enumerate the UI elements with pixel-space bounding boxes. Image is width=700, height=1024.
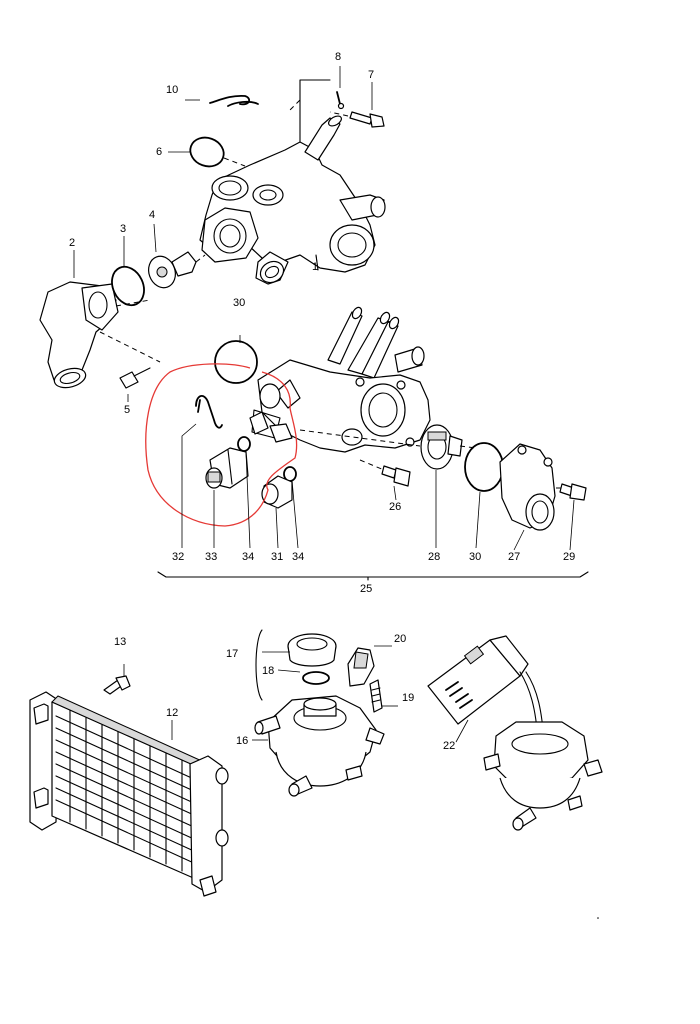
screw-part-13 xyxy=(103,664,131,695)
callout-4: 4 xyxy=(149,209,155,221)
wire-clip-part xyxy=(209,94,259,107)
highlight-circle xyxy=(145,363,298,527)
cap-part-17 xyxy=(255,629,337,701)
callout-30-right: 30 xyxy=(469,551,481,563)
callout-12: 12 xyxy=(166,707,178,719)
callout-22: 22 xyxy=(443,740,455,752)
expansion-tank-part-16 xyxy=(254,695,385,797)
o-ring-part-3 xyxy=(111,265,145,307)
sender-part-31 xyxy=(261,475,293,509)
retaining-pin-part xyxy=(336,91,345,110)
coolant-flange-middle xyxy=(249,306,431,453)
bolt-part-5 xyxy=(99,331,161,389)
sensor-part-20 xyxy=(347,645,392,687)
callout-29: 29 xyxy=(563,551,575,563)
leader-lines xyxy=(73,66,575,743)
elbow-pipe-part-2 xyxy=(39,281,151,389)
callout-18: 18 xyxy=(262,665,274,677)
callout-25: 25 xyxy=(360,583,372,595)
coolant-flange-upper xyxy=(199,79,386,285)
bolt-part-26 xyxy=(359,459,411,487)
callout-13: 13 xyxy=(114,636,126,648)
callout-19: 19 xyxy=(402,692,414,704)
wire-clip-part-32 xyxy=(195,395,223,429)
radiator-part-12 xyxy=(29,691,229,897)
callout-33: 33 xyxy=(205,551,217,563)
bolt-part-29 xyxy=(556,483,587,501)
group-bracket-25 xyxy=(157,571,589,581)
temperature-sender-part-33 xyxy=(205,447,249,489)
callout-34-a: 34 xyxy=(242,551,254,563)
sensor-part-19 xyxy=(369,679,398,713)
callout-30-upper: 30 xyxy=(233,297,245,309)
callout-16: 16 xyxy=(236,735,248,747)
callout-7: 7 xyxy=(368,69,374,81)
bolt-part-7 xyxy=(329,111,385,128)
o-ring-part-30-upper xyxy=(214,335,258,384)
callout-3: 3 xyxy=(120,223,126,235)
callout-8: 8 xyxy=(335,51,341,63)
callout-32: 32 xyxy=(172,551,184,563)
seal-part-18 xyxy=(277,669,330,685)
callout-34-b: 34 xyxy=(292,551,304,563)
callout-1: 1 xyxy=(312,261,318,273)
callout-26: 26 xyxy=(389,501,401,513)
callout-17: 17 xyxy=(226,648,238,660)
expansion-tank-filling xyxy=(483,721,603,831)
callout-20: 20 xyxy=(394,633,406,645)
callout-labels: 1 10 8 7 6 4 3 2 5 30 32 33 34 31 34 26 … xyxy=(69,51,575,752)
callout-5: 5 xyxy=(124,404,130,416)
o-ring-part-34-a xyxy=(237,436,251,452)
callout-27: 27 xyxy=(508,551,520,563)
callout-28: 28 xyxy=(428,551,440,563)
thermostat-part-28 xyxy=(299,424,477,470)
callout-10: 10 xyxy=(166,84,178,96)
speck-dot xyxy=(597,917,599,919)
thermostat-part-4 xyxy=(148,251,206,289)
callout-6: 6 xyxy=(156,146,162,158)
callout-31: 31 xyxy=(271,551,283,563)
o-ring-part-6 xyxy=(189,136,246,168)
callout-2: 2 xyxy=(69,237,75,249)
cover-flange-part-27 xyxy=(499,443,556,531)
coolant-container-part-22 xyxy=(427,635,545,743)
